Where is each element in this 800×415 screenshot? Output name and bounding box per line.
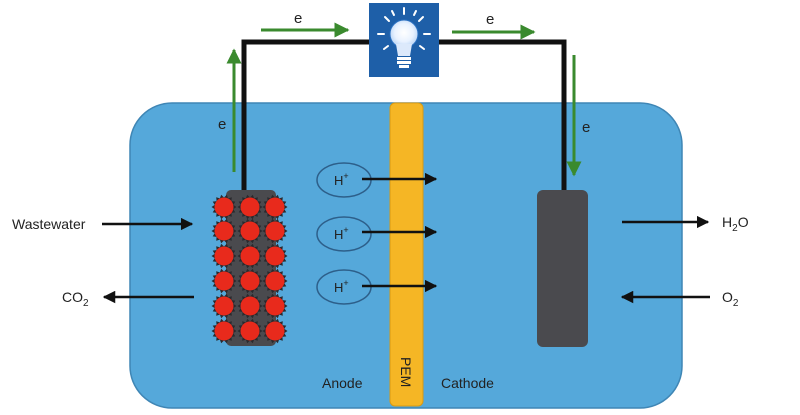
bacterium [214, 296, 234, 316]
bacteria-biofilm [211, 194, 288, 344]
light-bulb-icon [369, 3, 439, 77]
anode-electrode [211, 190, 288, 346]
svg-text:H+: H+ [334, 225, 349, 242]
co2-label: CO2 [62, 289, 89, 309]
bacterium [214, 197, 234, 217]
electron-label-left: e [218, 116, 226, 133]
bacterium [240, 197, 260, 217]
bacterium [214, 271, 234, 291]
cathode-label: Cathode [441, 375, 494, 391]
bacterium [214, 221, 234, 241]
bacterium [265, 221, 285, 241]
bacterium [240, 246, 260, 266]
bacterium [240, 321, 260, 341]
electron-label-top-right: e [486, 11, 494, 28]
electron-label-right: e [582, 119, 590, 136]
circuit-wire [241, 39, 567, 192]
bacterium [265, 246, 285, 266]
proton-2: H+ [316, 216, 372, 252]
bacterium [265, 321, 285, 341]
svg-text:H+: H+ [334, 278, 349, 295]
bacterium [265, 296, 285, 316]
bacterium [240, 271, 260, 291]
cathode-electrode [537, 190, 588, 347]
bacterium [214, 246, 234, 266]
bacterium [265, 197, 285, 217]
anode-label: Anode [322, 375, 363, 391]
h2o-label: H2O [722, 214, 749, 234]
electron-label-top-left: e [294, 10, 302, 27]
o2-label: O2 [722, 289, 739, 309]
wastewater-label: Wastewater [12, 216, 86, 232]
bacterium [240, 296, 260, 316]
bacterium [240, 221, 260, 241]
pem-label: PEM [398, 357, 414, 387]
svg-text:H+: H+ [334, 171, 349, 188]
bacterium [265, 271, 285, 291]
bacterium [214, 321, 234, 341]
